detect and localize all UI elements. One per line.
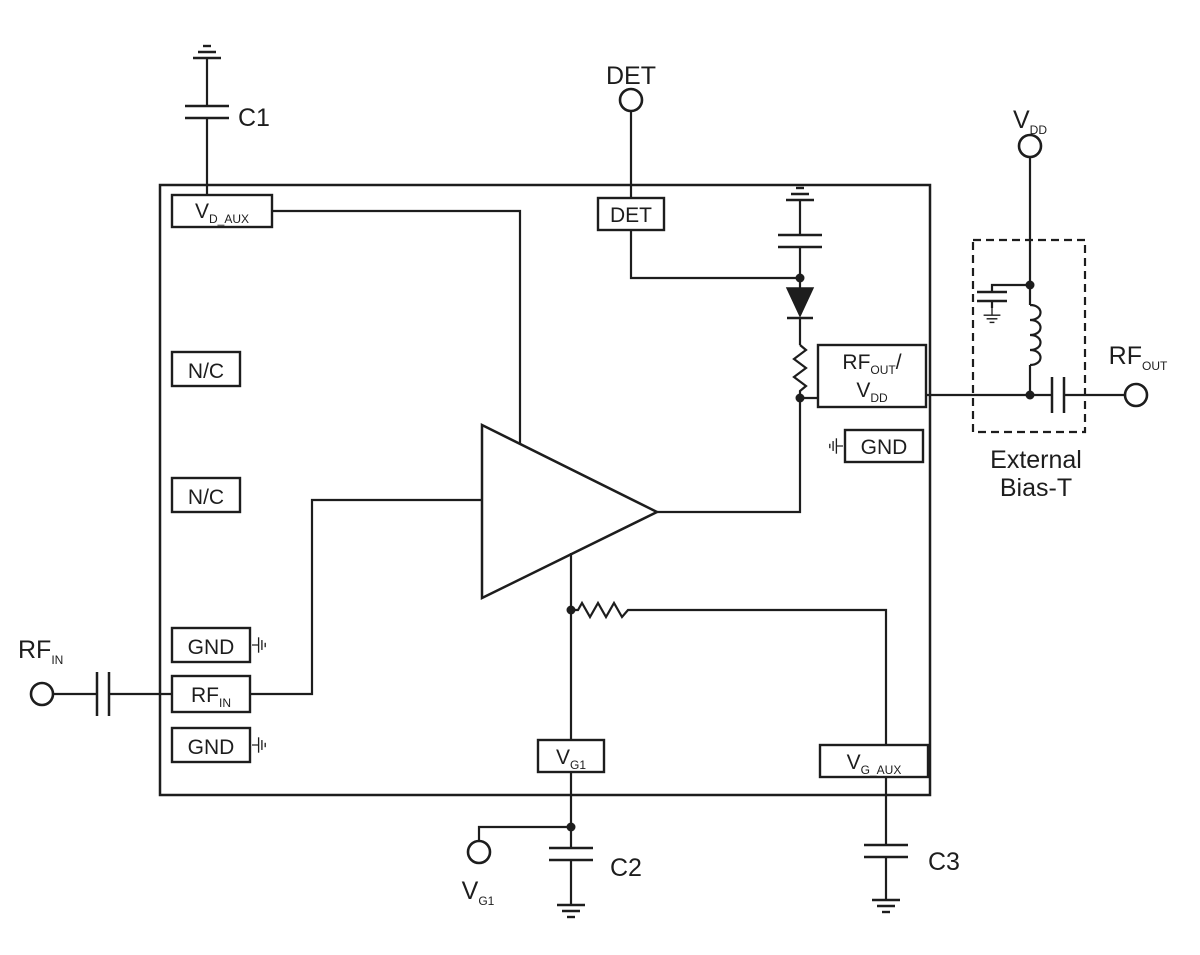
vdd-port-label: VDD <box>1013 106 1047 137</box>
pin-gnd-left-bottom <box>170 726 252 764</box>
ground-icon <box>251 636 266 654</box>
ground-icon <box>982 307 1002 324</box>
det-port: DET <box>606 62 656 198</box>
det-port-label: DET <box>606 62 656 90</box>
inductor-icon <box>1029 303 1042 367</box>
amplifier-symbol <box>480 422 660 601</box>
rfin-network: RFIN <box>18 636 172 716</box>
det-port-terminal <box>618 87 644 113</box>
vg1-network: VG1 C2 <box>462 772 642 919</box>
pin-gnd-left-top <box>170 626 252 664</box>
ground-icon <box>191 44 223 72</box>
ground-icon <box>784 186 816 214</box>
wire-rfin-internal <box>250 498 482 696</box>
pin-nc-1-label: N/C <box>188 360 224 383</box>
junction-dot <box>566 605 576 615</box>
bias-t-caption-1: External <box>990 446 1082 474</box>
pin-vd-aux <box>170 193 274 229</box>
ground-icon <box>829 437 844 455</box>
ground-icon <box>251 736 266 754</box>
internal-wires <box>250 186 888 745</box>
bias-t-boundary <box>971 238 1087 434</box>
c2-label: C2 <box>610 854 642 882</box>
vdd-port-terminal <box>1017 133 1043 159</box>
c1-network: C1 <box>185 44 270 195</box>
wire-amp-output <box>657 398 802 514</box>
bias-t-network: VDD RFOUT External Bias-T <box>926 106 1168 502</box>
pin-vg1-label: VG1 <box>556 746 586 772</box>
c1-label: C1 <box>238 104 270 132</box>
ic-outline <box>158 183 932 797</box>
pin-gnd-right-label: GND <box>861 436 908 459</box>
c3-label: C3 <box>928 848 960 876</box>
wire-vdaux <box>272 209 522 444</box>
diode-icon <box>785 287 815 318</box>
pin-vg1 <box>536 738 606 774</box>
junction-dot <box>795 393 805 403</box>
vg1-port-label: VG1 <box>462 877 495 908</box>
vgaux-network: C3 <box>864 777 960 914</box>
pin-det <box>596 196 666 232</box>
resistor-feedback <box>571 600 646 620</box>
pin-gnd-left-bottom-label: GND <box>188 736 235 759</box>
resistor-detector <box>792 344 808 398</box>
wire-det <box>629 230 800 280</box>
ground-icon <box>555 891 587 919</box>
wire-to-vgaux <box>646 608 888 745</box>
pin-gnd-left-top-label: GND <box>188 636 235 659</box>
pin-vg-aux <box>818 743 930 779</box>
wire-vg1-branch <box>477 825 571 841</box>
pin-vg-aux-label: VG_AUX <box>847 751 902 777</box>
rfout-port-label: RFOUT <box>1109 342 1168 373</box>
bias-t-caption-2: Bias-T <box>1000 474 1072 502</box>
wire-bias-cap-branch <box>990 283 1030 292</box>
pin-rfout-vdd <box>816 343 928 409</box>
vg1-port-terminal <box>466 839 492 865</box>
rfin-port-terminal <box>29 681 55 707</box>
pin-rfout-vdd-label-2: VDD <box>856 379 888 405</box>
rfin-port-label: RFIN <box>18 636 63 667</box>
pin-nc-2-label: N/C <box>188 486 224 509</box>
ic-pins: VD_AUX N/C N/C GND RFIN GND DET RFOUT/ V… <box>170 193 930 779</box>
ground-icon <box>870 886 902 914</box>
pin-gnd-right <box>843 428 925 464</box>
pin-rfout-vdd-label-1: RFOUT/ <box>842 351 901 377</box>
pin-det-label: DET <box>610 204 652 227</box>
pin-nc-2 <box>170 476 242 514</box>
pin-nc-1 <box>170 350 242 388</box>
rfout-port-terminal <box>1123 382 1149 408</box>
junction-dot <box>795 273 805 283</box>
pin-vd-aux-label: VD_AUX <box>195 200 249 226</box>
pin-rf-in-label: RFIN <box>191 684 231 710</box>
